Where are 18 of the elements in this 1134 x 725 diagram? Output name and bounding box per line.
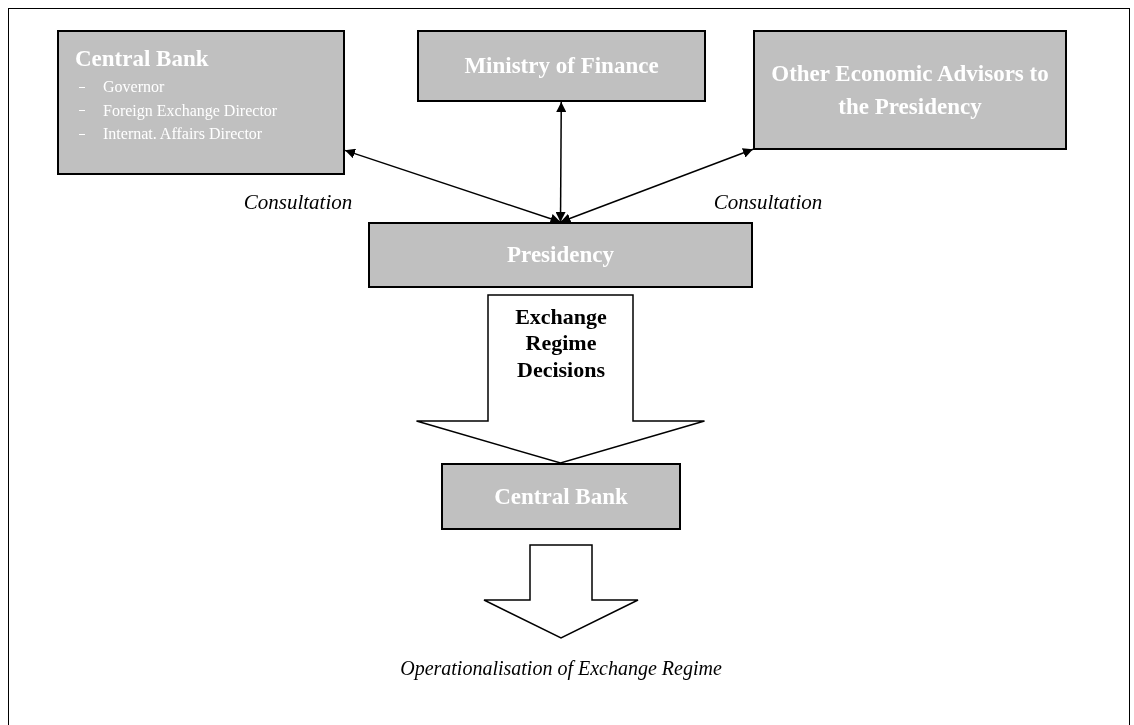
list-item: Internat. Affairs Director — [103, 124, 263, 145]
block-arrow — [483, 544, 639, 639]
outcome-text: Operationalisation of Exchange Regime — [400, 655, 722, 682]
box-title: Central Bank — [75, 45, 209, 73]
double-arrow — [344, 148, 562, 224]
org-box — [417, 30, 706, 102]
double-arrow — [555, 101, 567, 223]
org-box — [753, 30, 1067, 150]
box-title: Ministry of Finance — [464, 52, 659, 81]
org-box — [441, 463, 681, 530]
org-box — [57, 30, 345, 175]
list-item: Governor — [103, 77, 165, 98]
list-item: Foreign Exchange Director — [103, 100, 278, 122]
box-title: Other Economic Advisors to the Presidency — [770, 59, 1050, 121]
box-title: Central Bank — [494, 482, 628, 511]
double-arrow — [559, 148, 754, 224]
org-box — [368, 222, 753, 288]
box-title: Presidency — [507, 241, 614, 270]
